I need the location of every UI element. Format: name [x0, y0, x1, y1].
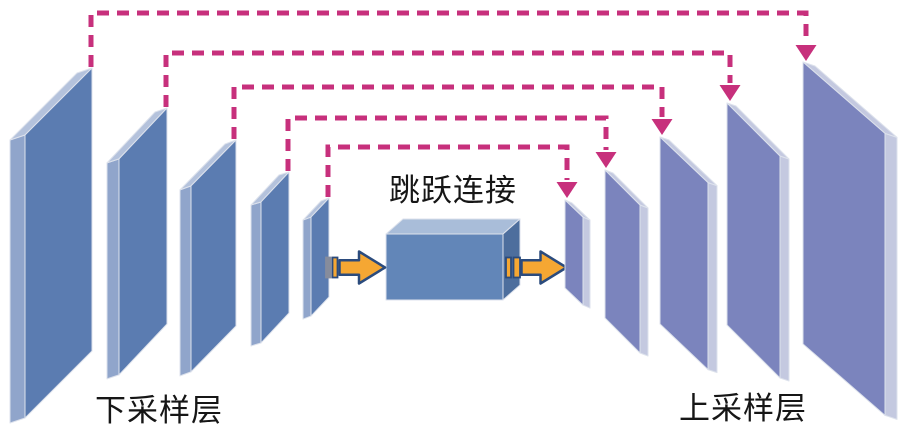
decoder-layer-3-front-face [659, 136, 709, 371]
skip-connection-2 [163, 50, 741, 107]
encoder-to-bottleneck-arrow-stripe-1 [325, 256, 332, 279]
bottleneck-to-decoder-arrow-body [520, 250, 568, 285]
bottleneck-group [385, 218, 521, 301]
skip-connection-1 [88, 10, 817, 67]
encoder-layer-5-side-face [302, 216, 312, 320]
encoder-layer-2-side-face [106, 158, 120, 380]
skip-connection-5-arrowhead-icon [556, 182, 578, 198]
skip-connections-group [88, 10, 817, 198]
skip-connection-2-dashed-line [163, 50, 733, 107]
decoder-layer-3 [659, 136, 718, 374]
decoder-layer-5-front-face [802, 61, 886, 416]
encoder-layer-1-front-face [24, 67, 93, 419]
encoder-layer-2 [106, 107, 168, 380]
skip-connection-3 [231, 84, 673, 139]
encoder-layer-5-front-face [310, 197, 330, 317]
skip-connection-label: 跳跃连接 [389, 173, 517, 208]
decoder-layers-group [564, 61, 898, 420]
bottleneck-to-decoder-arrow [505, 250, 568, 285]
encoder-layer-1-side-face [9, 134, 26, 424]
encoder-layer-5 [302, 197, 330, 320]
bottleneck-box-top-face [385, 218, 521, 235]
skip-connection-4 [285, 115, 617, 171]
decoder-layer-4-side-face [779, 155, 790, 382]
decoder-layer-5 [802, 61, 898, 420]
encoder-layer-3 [179, 139, 237, 377]
encoder-layer-4 [250, 171, 290, 347]
decoder-layer-1-side-face [582, 216, 591, 309]
skip-connection-3-dashed-line [231, 84, 665, 139]
downsampling-label: 下采样层 [95, 393, 223, 428]
encoder-layer-1 [9, 67, 93, 424]
decoder-layer-1 [564, 199, 591, 309]
decoder-layer-2 [604, 169, 649, 357]
skip-connection-5 [325, 144, 578, 198]
skip-connection-2-arrowhead-icon [719, 85, 741, 101]
encoder-layer-2-front-face [118, 107, 168, 376]
encoder-to-bottleneck-arrow [325, 250, 387, 285]
encoder-layer-3-front-face [190, 139, 237, 373]
encoder-layer-4-side-face [250, 201, 262, 347]
encoder-to-bottleneck-arrow-body [338, 250, 387, 285]
skip-connection-4-arrowhead-icon [595, 152, 617, 168]
upsampling-label: 上采样层 [679, 391, 807, 426]
skip-connection-4-dashed-line [285, 115, 609, 171]
flow-arrows-group [325, 250, 568, 285]
encoder-layer-3-side-face [179, 185, 192, 377]
skip-connection-1-dashed-line [88, 10, 809, 67]
bottleneck-box-front-face [385, 233, 504, 301]
bottleneck-to-decoder-arrow-stripe-1 [505, 256, 512, 279]
decoder-layer-3-side-face [707, 182, 718, 374]
skip-connection-1-arrowhead-icon [795, 45, 817, 61]
decoder-layer-2-front-face [604, 169, 641, 354]
decoder-layer-2-side-face [639, 204, 649, 357]
decoder-layer-1-front-face [564, 199, 584, 306]
skip-connection-5-dashed-line [325, 144, 570, 197]
encoder-layer-4-front-face [260, 171, 290, 344]
decoder-layer-5-side-face [884, 132, 898, 420]
skip-connection-3-arrowhead-icon [651, 119, 673, 135]
bottleneck-to-decoder-arrow-stripe-2 [512, 256, 521, 279]
encoder-layers-group [9, 67, 330, 424]
decoder-layer-4-front-face [726, 102, 781, 379]
decoder-layer-4 [726, 102, 790, 382]
encoder-to-bottleneck-arrow-stripe-2 [331, 256, 339, 279]
